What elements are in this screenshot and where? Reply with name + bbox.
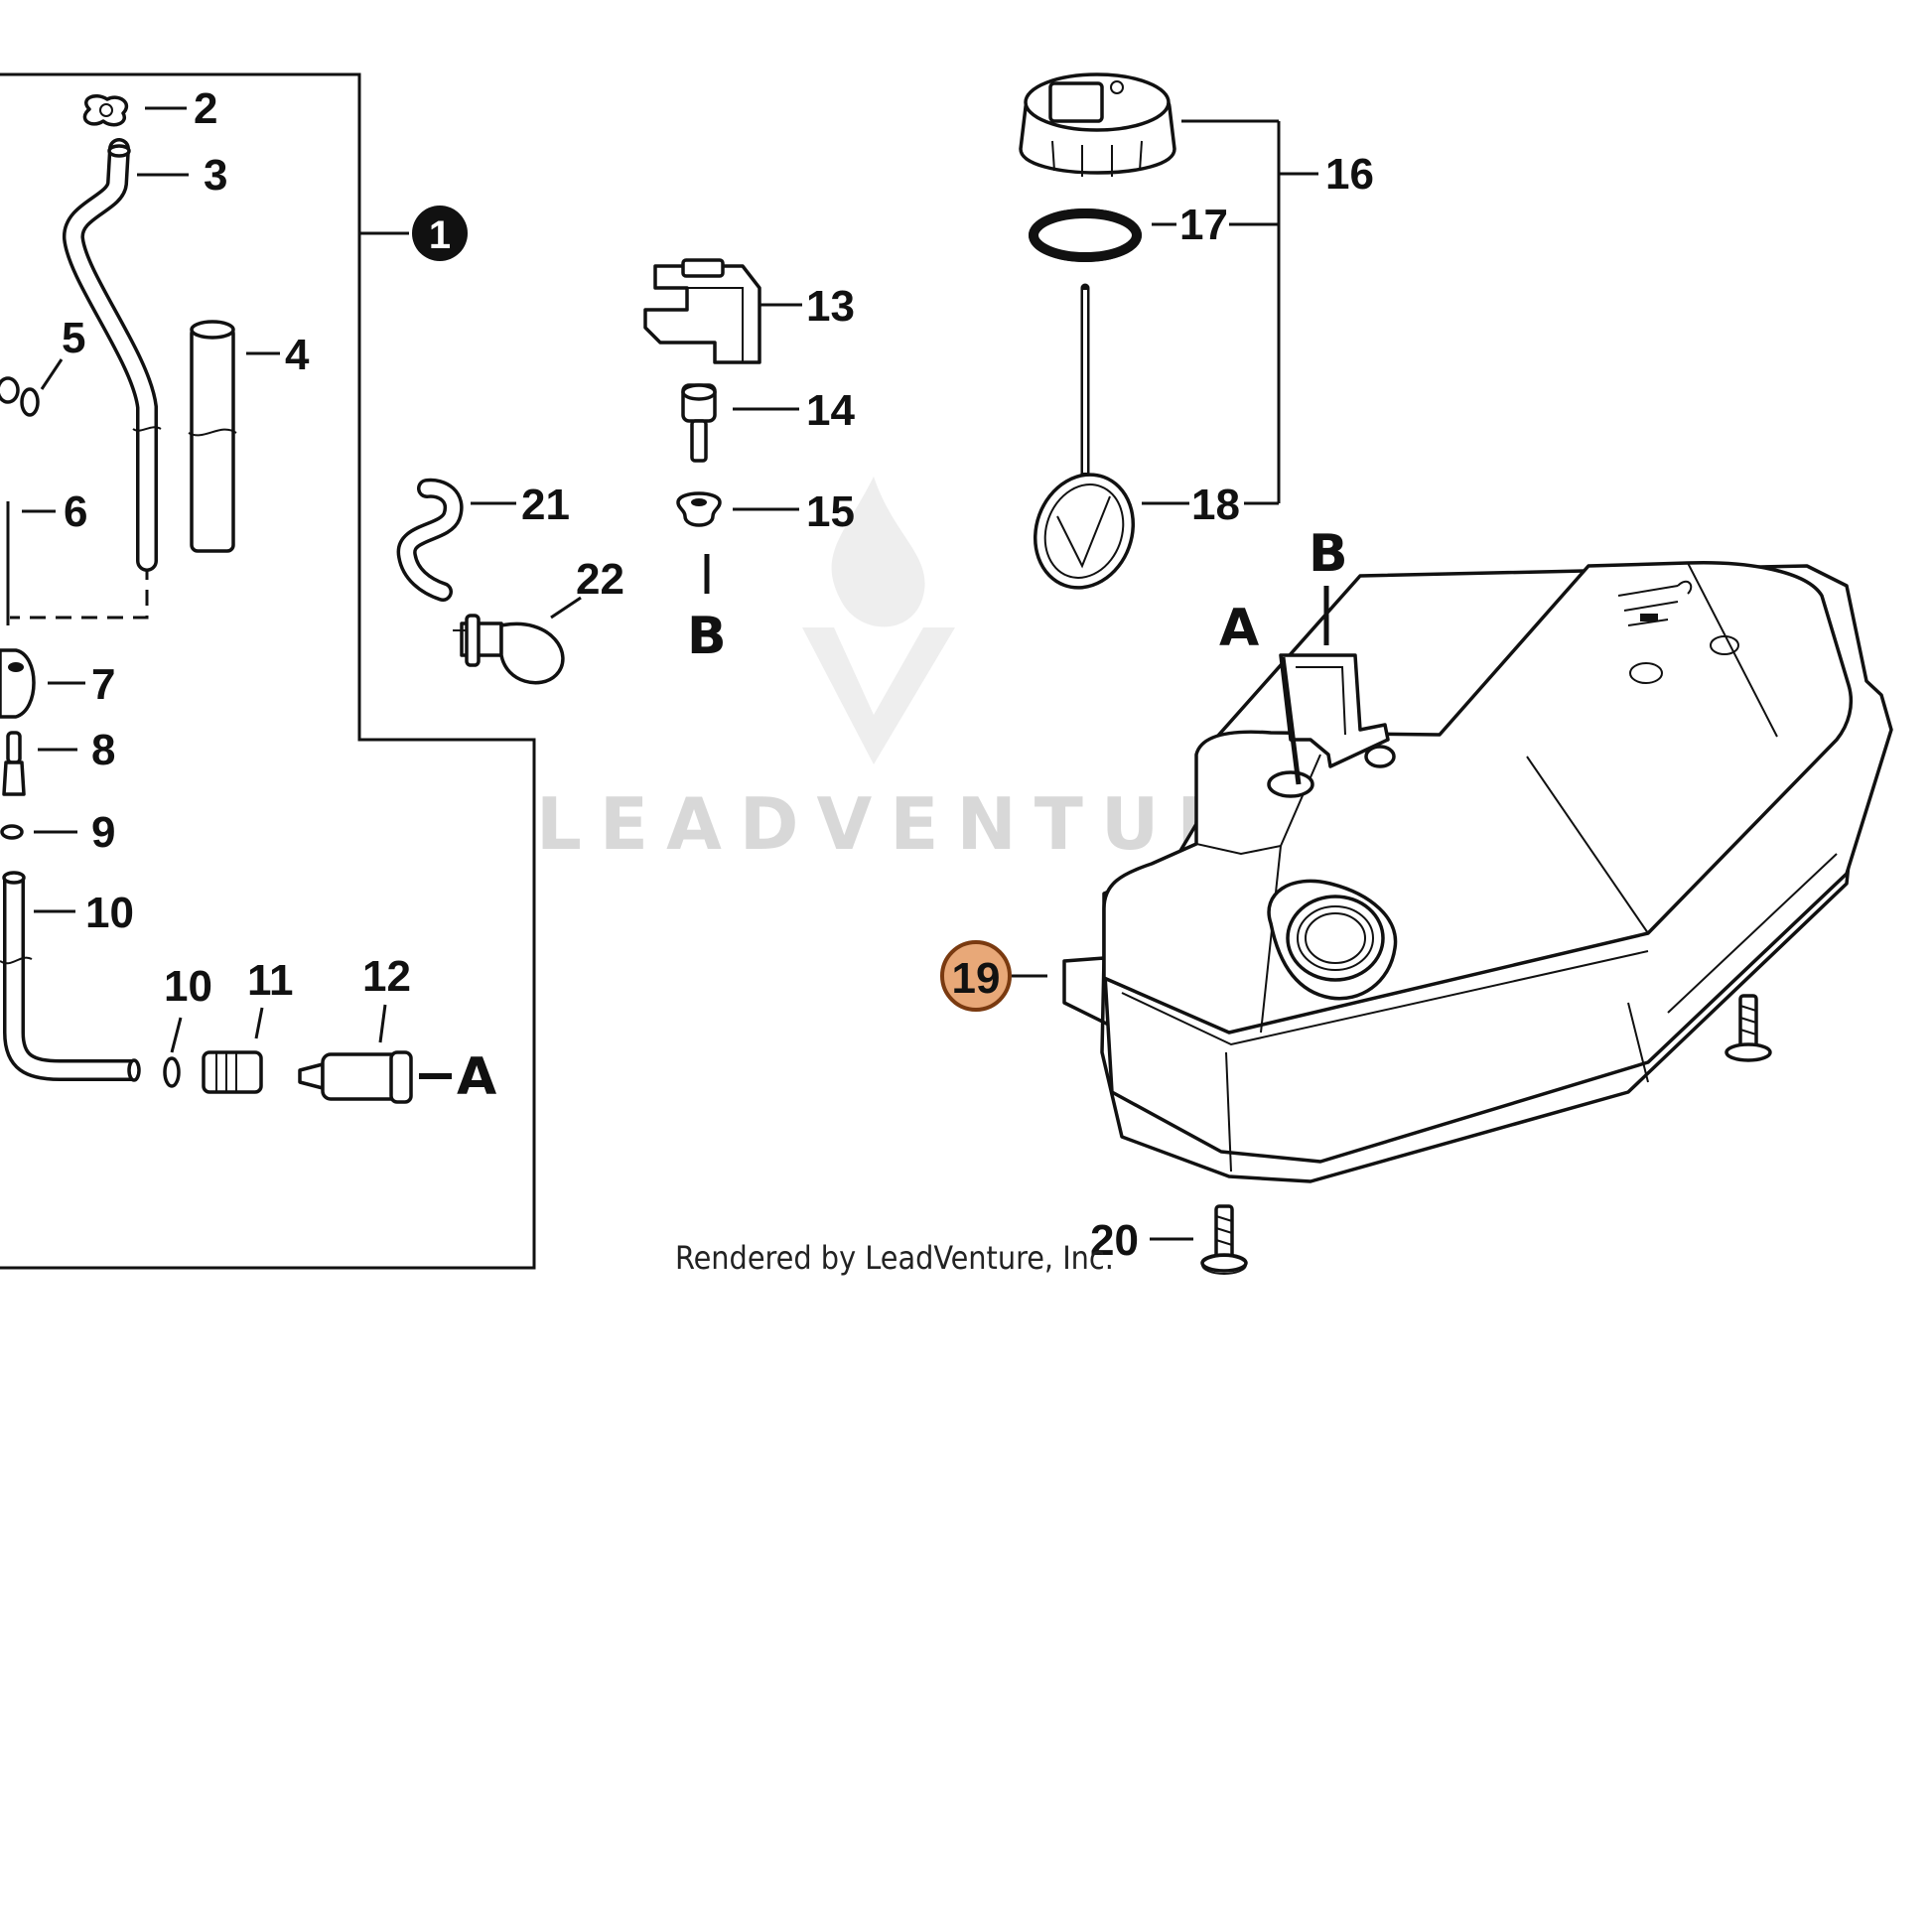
group-marker-label: 1: [429, 213, 451, 257]
part-2-clip: [82, 94, 129, 127]
part-20-screw-second: [1725, 994, 1772, 1062]
part-7-grommet: [0, 648, 36, 719]
callout-11: 11: [247, 956, 294, 1005]
connector-b-tank: B: [1309, 524, 1348, 584]
callout-17: 17: [1179, 201, 1228, 249]
callout-4: 4: [285, 331, 310, 379]
hose-route-dashed: [10, 564, 149, 620]
callout-9: 9: [91, 808, 115, 857]
callout-18: 18: [1191, 481, 1240, 529]
part-12-filter: [298, 1050, 413, 1104]
part-10-hose: [0, 871, 141, 1082]
part-17-gasket: [1029, 208, 1142, 262]
callout-20: 20: [1090, 1216, 1139, 1265]
callout-2: 2: [194, 84, 217, 133]
group-marker-circle: [412, 206, 468, 261]
part-4-hose: [188, 320, 237, 553]
part-3-fuel-hose: [63, 138, 162, 572]
callout-19-highlight: [940, 940, 1012, 1012]
callout-3: 3: [204, 151, 227, 200]
part-9-ring: [0, 824, 24, 840]
callout-14: 14: [806, 386, 855, 435]
callout-12: 12: [362, 952, 411, 1001]
part-20-screw: [1200, 1204, 1248, 1275]
callout-10a: 10: [85, 889, 134, 937]
callout-16: 16: [1325, 150, 1374, 199]
group-bracket: [0, 72, 536, 1270]
watermark-text: LEADVENTURE: [536, 782, 1316, 866]
part-15-grommet: [676, 491, 722, 527]
callout-6: 6: [64, 487, 87, 536]
callout-8: 8: [91, 726, 115, 774]
watermark-logo: [802, 477, 955, 764]
connector-a-line: A: [457, 1047, 496, 1107]
part-11-fitting: [202, 1050, 263, 1094]
part-19-fuel-tank: [1062, 561, 1893, 1183]
part-10-oring: [163, 1056, 181, 1088]
connector-b-grommet: B: [687, 607, 727, 666]
part-16-fuel-cap: [1019, 72, 1176, 177]
callout-15: 15: [806, 487, 855, 536]
part-8-fitting: [2, 731, 26, 796]
callout-10b: 10: [164, 962, 212, 1011]
part-13-bracket: [643, 258, 761, 364]
part-5-fitting: [0, 376, 40, 417]
callout-13: 13: [806, 282, 855, 331]
render-credit: Rendered by LeadVenture, Inc.: [675, 1239, 1114, 1277]
part-14-valve: [681, 383, 717, 463]
connector-a-tank: A: [1219, 599, 1259, 658]
part-21-vent-hose: [396, 478, 464, 602]
part-18-strainer: [1033, 283, 1136, 590]
callout-7: 7: [91, 660, 115, 709]
callout-21: 21: [521, 481, 570, 529]
callout-22: 22: [576, 555, 624, 604]
callout-5: 5: [62, 314, 85, 362]
part-22-primer-bulb: [453, 614, 565, 685]
callout-19: 19: [952, 954, 1001, 1003]
